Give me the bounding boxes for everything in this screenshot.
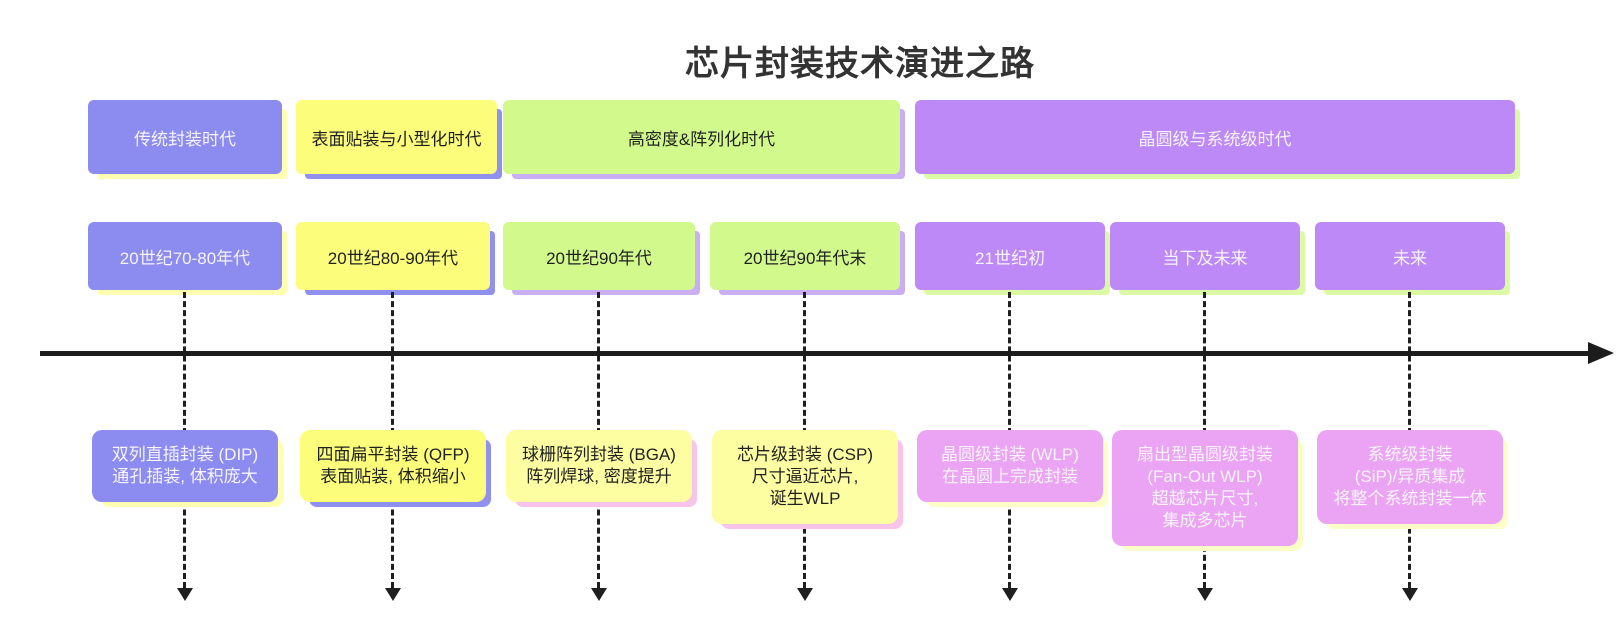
- event-text-line: 四面扁平封装 (QFP): [316, 445, 470, 464]
- period-1990s: 20世纪90年代: [503, 222, 695, 290]
- era-section-high-density: 高密度&阵列化时代: [503, 100, 900, 174]
- event-text-line: 晶圆级封装 (WLP): [941, 445, 1079, 464]
- event-text-line: 集成多芯片: [1162, 511, 1248, 530]
- event-text-line: 系统级封装: [1367, 445, 1453, 464]
- event-text-line: 将整个系统封装一体: [1333, 489, 1487, 508]
- event-text-line: (Fan-Out WLP): [1147, 467, 1263, 486]
- connector-arrowhead: [385, 588, 401, 601]
- event-text-line: 表面贴装, 体积缩小: [320, 467, 466, 486]
- event-fan-out-wlp: 扇出型晶圆级封装 (Fan-Out WLP) 超越芯片尺寸, 集成多芯片: [1112, 430, 1298, 546]
- event-text-line: 球栅阵列封装 (BGA): [522, 445, 676, 464]
- connector-arrowhead: [1197, 588, 1213, 601]
- event-text-line: 在晶圆上完成封装: [942, 467, 1078, 486]
- event-wlp: 晶圆级封装 (WLP) 在晶圆上完成封装: [917, 430, 1103, 502]
- connector-arrowhead: [1002, 588, 1018, 601]
- period-late-1990s: 20世纪90年代末: [710, 222, 900, 290]
- event-text-line: 通孔插装, 体积庞大: [112, 467, 258, 486]
- event-text-line: 芯片级封装 (CSP): [737, 445, 873, 464]
- era-section-wafer-system: 晶圆级与系统级时代: [915, 100, 1515, 174]
- period-future: 未来: [1315, 222, 1505, 290]
- timeline-axis-arrowhead: [1588, 342, 1614, 364]
- event-text-line: 尺寸逼近芯片,: [751, 467, 859, 486]
- period-now-future: 当下及未来: [1110, 222, 1300, 290]
- event-qfp: 四面扁平封装 (QFP) 表面贴装, 体积缩小: [300, 430, 486, 502]
- event-dip: 双列直插封装 (DIP) 通孔插装, 体积庞大: [92, 430, 278, 502]
- connector-arrowhead: [591, 588, 607, 601]
- event-text-line: 超越芯片尺寸,: [1151, 489, 1259, 508]
- event-text-line: 诞生WLP: [769, 489, 841, 508]
- event-text-line: 扇出型晶圆级封装: [1137, 445, 1273, 464]
- connector-arrowhead: [1402, 588, 1418, 601]
- event-text-line: (SiP)/异质集成: [1354, 467, 1466, 486]
- timeline-axis: [40, 351, 1590, 356]
- period-1970s-80s: 20世纪70-80年代: [88, 222, 282, 290]
- period-1980s-90s: 20世纪80-90年代: [296, 222, 490, 290]
- connector-arrowhead: [797, 588, 813, 601]
- event-sip: 系统级封装 (SiP)/异质集成 将整个系统封装一体: [1317, 430, 1503, 524]
- diagram-title: 芯片封装技术演进之路: [685, 45, 1035, 83]
- era-section-traditional: 传统封装时代: [88, 100, 282, 174]
- event-bga: 球栅阵列封装 (BGA) 阵列焊球, 密度提升: [506, 430, 692, 502]
- connector-arrowhead: [177, 588, 193, 601]
- event-csp: 芯片级封装 (CSP) 尺寸逼近芯片, 诞生WLP: [712, 430, 898, 524]
- event-text-line: 双列直插封装 (DIP): [111, 445, 259, 464]
- event-text-line: 阵列焊球, 密度提升: [526, 467, 672, 486]
- period-early-21st: 21世纪初: [915, 222, 1105, 290]
- era-section-smt: 表面贴装与小型化时代: [296, 100, 497, 174]
